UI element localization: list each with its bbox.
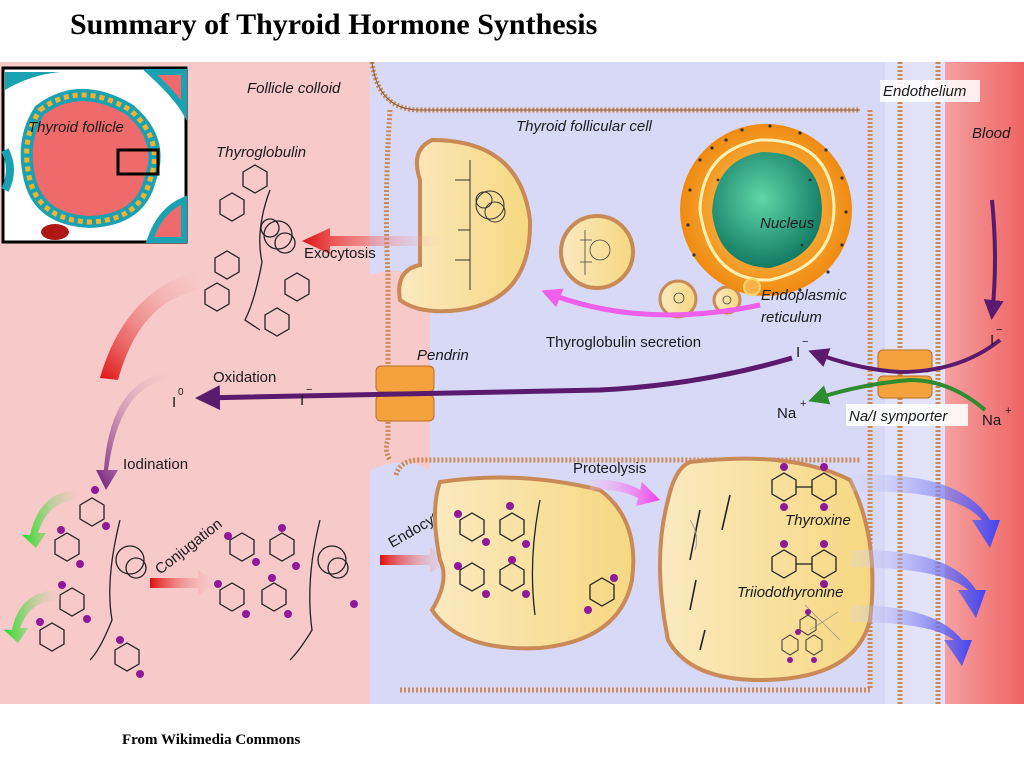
iodinated-thyroglobulin: [39, 497, 147, 672]
triiodothyronine-molecule: [771, 549, 837, 579]
svg-text:I: I: [796, 344, 800, 361]
proteolysis-arrow: [590, 479, 660, 506]
conjugated-thyroglobulin: [219, 519, 349, 661]
follicle-colloid-label: Follicle colloid: [247, 80, 341, 97]
svg-text:I: I: [300, 392, 304, 409]
hormone-release-arrow-1: [850, 474, 1000, 548]
oxidation-label: Oxidation: [213, 369, 276, 386]
proteolysis-vesicle: [658, 456, 875, 683]
svg-text:I: I: [172, 394, 176, 411]
na-i-symporter-label: Na/I symporter: [849, 408, 948, 425]
svg-text:0: 0: [178, 387, 184, 398]
conjugation-arrow: [150, 570, 218, 596]
cell-lateral-membrane: [383, 109, 393, 462]
svg-text:I: I: [990, 332, 994, 349]
sodium-blood: Na +: [982, 405, 1011, 429]
endocytosis-arrow: [380, 547, 452, 573]
triiodothyronine-label: Triiodothyronine: [737, 584, 843, 601]
thyroglobulin-label: Thyroglobulin: [216, 144, 306, 161]
pendrin-channel: [375, 365, 435, 422]
exocytosis-vesicle: [397, 137, 533, 314]
svg-text:Na: Na: [777, 405, 797, 422]
svg-text:+: +: [800, 398, 806, 410]
source-credit: From Wikimedia Commons: [122, 732, 301, 748]
thyroxine-molecule: [771, 472, 837, 502]
svg-text:−: −: [306, 384, 312, 396]
svg-text:−: −: [802, 336, 808, 348]
svg-text:Na: Na: [982, 412, 1002, 429]
inset-label: Thyroid follicle: [28, 119, 124, 136]
blood-iodide-arrow: [983, 199, 1004, 320]
iodide-colloid: I −: [300, 384, 312, 409]
exocytosis-label: Exocytosis: [304, 245, 376, 262]
iodination-swoosh: [96, 372, 168, 490]
green-cycle-arrow-2: [4, 590, 60, 643]
hormone-release-arrow-2: [850, 549, 986, 618]
er-label-line2: reticulum: [761, 309, 822, 326]
proteolysis-label: Proteolysis: [573, 460, 646, 477]
secretory-vesicles: [559, 214, 742, 319]
pendrin-label: Pendrin: [417, 347, 469, 364]
thyroxine-label: Thyroxine: [785, 512, 851, 529]
thyroglobulin-secretion-label: Thyroglobulin secretion: [546, 334, 701, 351]
iodine-atoms-middle: [214, 524, 358, 618]
oxidation-swoosh-red: [100, 270, 200, 380]
iodide-cell: I −: [796, 336, 808, 361]
blood-label: Blood: [972, 125, 1011, 142]
thyroglobulin-molecule: [204, 164, 310, 337]
thyroid-follicle-inset: [1, 66, 188, 244]
sodium-entry-arrow: [808, 377, 987, 412]
follicular-cell-label: Thyroid follicular cell: [516, 118, 653, 135]
endothelium-label: Endothelium: [883, 83, 966, 100]
thyroglobulin-secretion-arrow: [541, 288, 761, 318]
nucleus-er: [680, 124, 852, 296]
svg-text:+: +: [1005, 405, 1011, 417]
hormone-release-arrow-3: [850, 605, 972, 666]
sodium-cell: Na +: [777, 398, 806, 422]
nucleus-label: Nucleus: [760, 215, 815, 232]
green-cycle-arrow-1: [22, 490, 80, 548]
triiodothyronine-iodines: [780, 540, 828, 588]
iodide-transport-arrow: [195, 355, 793, 411]
protein-fragments: [689, 494, 731, 651]
iodine-atoms-vesicle: [454, 502, 618, 614]
fragment-iodines: [787, 609, 817, 663]
thyroglobulin-structure-vesicle: [455, 160, 506, 290]
iodine-colloid: I 0: [172, 387, 184, 411]
iodide-blood: I −: [990, 324, 1002, 349]
exocytosis-arrow: [302, 228, 448, 254]
iodine-atoms-left: [36, 486, 144, 678]
thyroxine-iodines: [780, 463, 828, 511]
iodide-entry-arrow: [808, 338, 1002, 375]
svg-text:−: −: [996, 324, 1002, 336]
iodination-label: Iodination: [123, 456, 188, 473]
page-title: Summary of Thyroid Hormone Synthesis: [70, 8, 598, 41]
er-label-line1: Endoplasmic: [761, 287, 847, 304]
blood-region: [945, 62, 1024, 704]
apical-membrane-outline: [371, 61, 860, 111]
